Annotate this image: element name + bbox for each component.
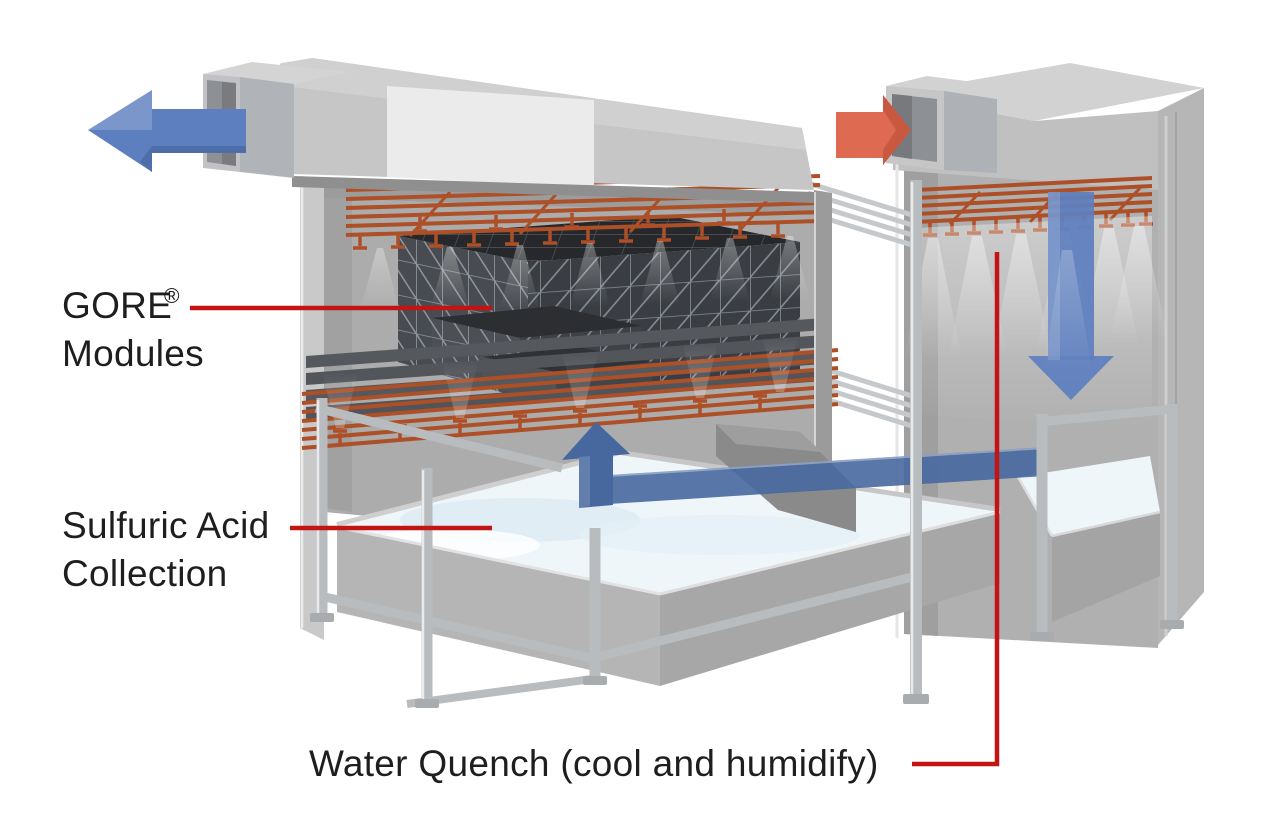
basin-rim-rail (336, 450, 621, 528)
quench-basin-liquid (1018, 456, 1160, 536)
label-gore-modules: Modules (62, 333, 204, 374)
lower-spray-mist (322, 336, 798, 428)
leader-lines (190, 252, 1000, 767)
label-sulfuric-collection: Collection (62, 553, 227, 594)
quench-spray-header (915, 176, 1155, 237)
quench-basin-wall-right (1052, 512, 1160, 622)
label-water-quench: Water Quench (cool and humidify) (309, 743, 879, 784)
outlet-arrow-icon (88, 90, 246, 172)
leader-line-water-quench (912, 252, 1000, 767)
upflow-arrow-icon (579, 454, 613, 508)
label-sulfuric-acid: Sulfuric Acid (62, 505, 270, 546)
tank-wall-front-left (337, 527, 660, 686)
gas-flow-path (562, 422, 1047, 508)
hood (243, 58, 814, 203)
inlet-duct (886, 76, 1012, 173)
registered-mark: ® (164, 285, 180, 308)
inlet-arrow-icon (836, 95, 911, 165)
quench-water-spray-mist (904, 216, 1168, 430)
upper-spray-mist (360, 236, 810, 312)
support-frame (310, 180, 1184, 708)
diagram-labels: GORE ® Modules Sulfuric Acid Collection … (62, 285, 879, 784)
inlet-arrow-shade (883, 95, 911, 165)
hood-bright-panel (387, 86, 594, 188)
frame-feet (310, 613, 1184, 708)
liquid-flow-band (594, 447, 1046, 505)
label-gore-brand: GORE (62, 285, 172, 326)
